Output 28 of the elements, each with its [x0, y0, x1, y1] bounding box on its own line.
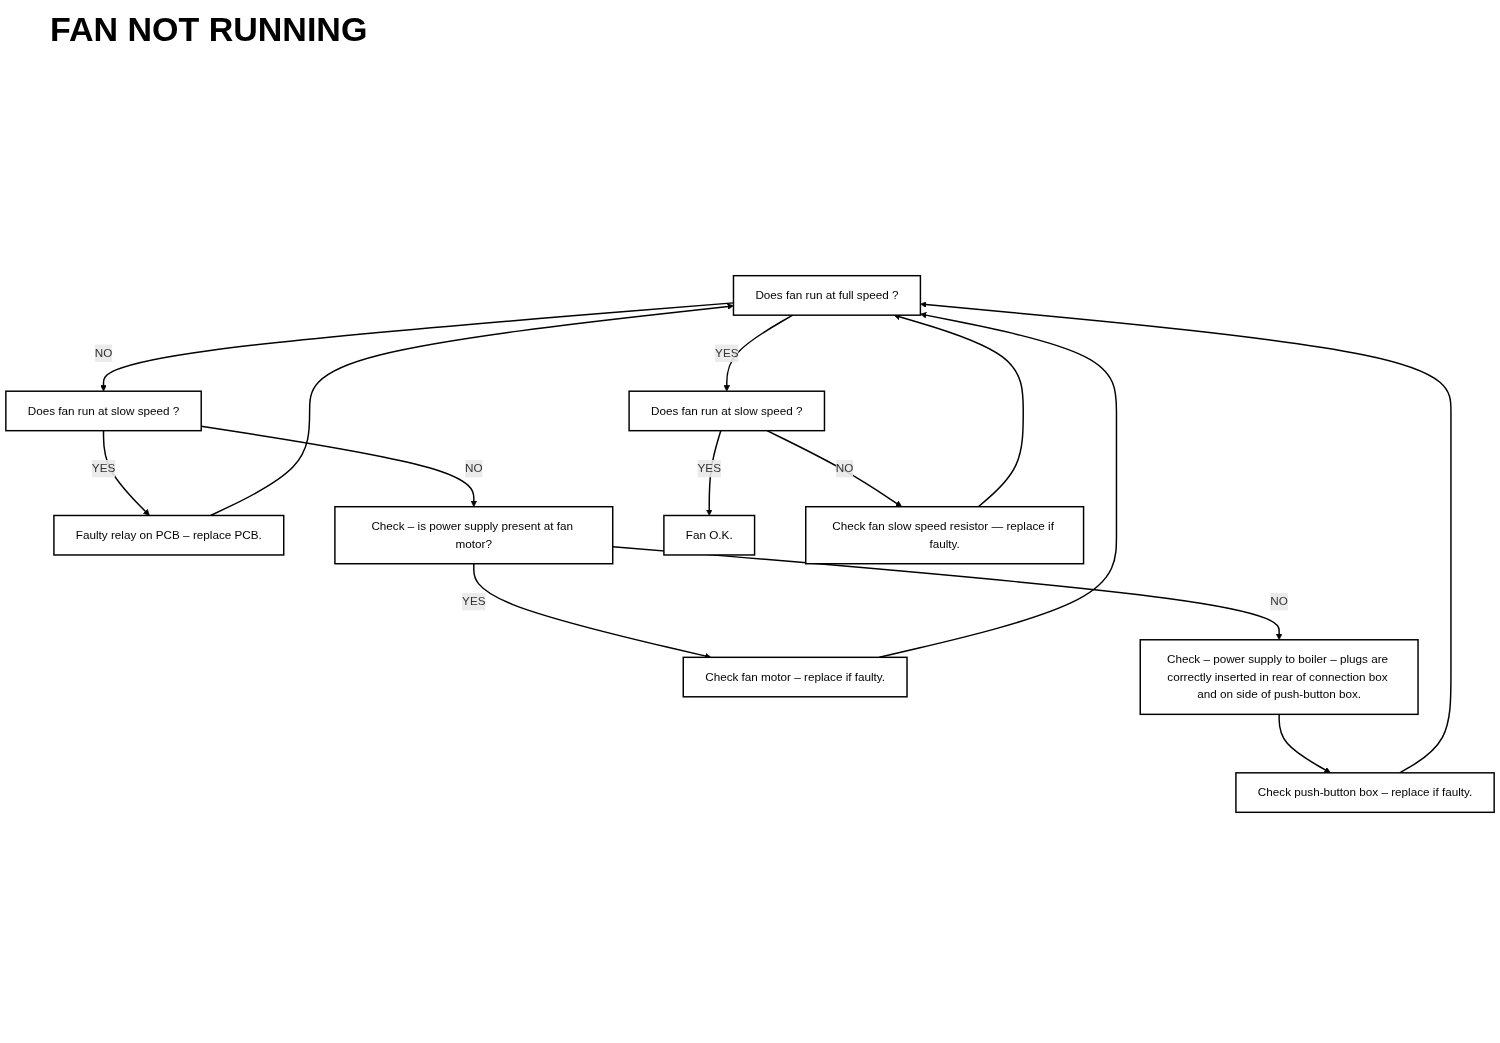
edge-label: YES [715, 346, 739, 360]
node-box: Fan O.K. [663, 514, 756, 556]
node-box: Check push-button box – replace if faulty. [1235, 772, 1495, 814]
arrow [1278, 713, 1331, 774]
arrow [706, 429, 722, 516]
arrow [102, 429, 150, 516]
node-box: Check – power supply to boiler – plugs are correctly inserted in rear of connection box and on side of push-button box. [1139, 639, 1419, 716]
edge-label: NO [465, 462, 483, 475]
edge-label: NO [1270, 595, 1288, 608]
node-box: Does fan run at slow speed ? [5, 390, 202, 432]
diagram-title: FAN NOT RUNNING [50, 10, 369, 49]
node-box: Check – is power supply present at fan motor? [334, 505, 614, 565]
edge-label: YES [462, 595, 486, 608]
edge-label: YES [91, 462, 116, 475]
edge-label: YES [697, 462, 721, 475]
arrow [766, 429, 902, 507]
arrow [209, 303, 734, 517]
edge-label: NO [835, 462, 854, 475]
node-box: Check fan motor – replace if faulty. [682, 656, 908, 698]
node-box: Does fan run at full speed ? [732, 274, 922, 316]
arrow [878, 312, 1118, 659]
node-box: Faulty relay on PCB – replace PCB. [53, 514, 285, 556]
edge-label: NO [94, 346, 113, 360]
arrow [723, 314, 794, 392]
node-box: Does fan run at slow speed ? [628, 390, 826, 432]
arrow [920, 301, 1452, 774]
arrow [612, 545, 1283, 641]
node-box: Check fan slow speed resistor — replace if faulty. [805, 505, 1085, 565]
